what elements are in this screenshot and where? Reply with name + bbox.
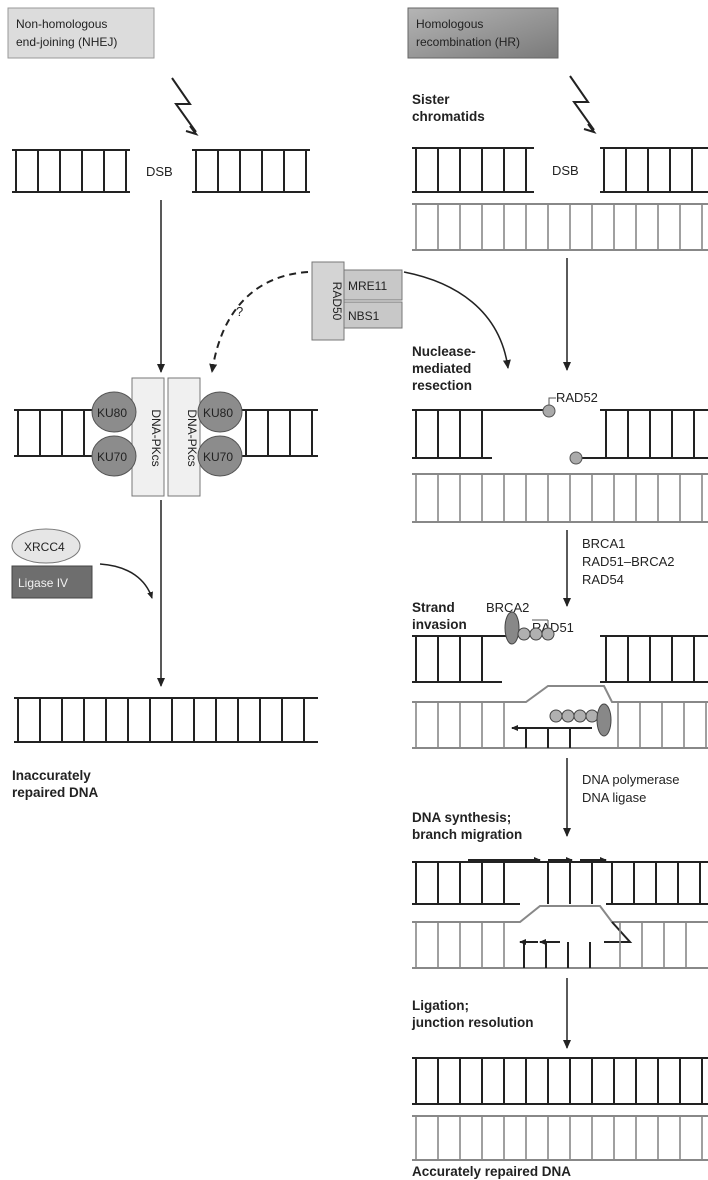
hr-sister-dna-1 — [412, 203, 708, 251]
nhej-title-line2: end-joining (NHEJ) — [16, 35, 117, 49]
hr-ligation-line1: Ligation; — [412, 998, 469, 1013]
ligase-iv-label: Ligase IV — [18, 576, 68, 590]
nhej-repaired-dna — [14, 697, 318, 743]
mrn-to-resection-arrow — [403, 271, 511, 369]
hr-synthesis-line2: branch migration — [412, 827, 522, 842]
xrcc4-label: XRCC4 — [24, 540, 65, 554]
hr-resection-line1: Nuclease- — [412, 344, 476, 359]
dnapkcs-right-label: DNA-PKcs — [185, 409, 199, 466]
hr-resection-line3: resection — [412, 378, 472, 393]
hr-factors-line3: RAD54 — [582, 572, 624, 587]
mre11-label: MRE11 — [348, 279, 387, 293]
hr-factors-line2: RAD51–BRCA2 — [582, 554, 675, 569]
hr-title-box: Homologous recombination (HR) — [407, 7, 559, 59]
nhej-result-line2: repaired DNA — [12, 785, 99, 800]
xrcc4-ligase-complex: XRCC4 Ligase IV — [11, 528, 93, 599]
hr-title-line1: Homologous — [416, 17, 483, 31]
hr-final-sister-dna — [412, 1115, 708, 1161]
hr-broken-dna — [412, 147, 708, 193]
hr-ligation-line2: junction resolution — [411, 1015, 534, 1030]
ligase-arrow — [99, 563, 153, 599]
hr-synthesis-line1: DNA synthesis; — [412, 810, 511, 825]
hr-invasion-line2: invasion — [412, 617, 467, 632]
hr-resected-dna — [412, 409, 708, 459]
hr-invasion-line1: Strand — [412, 600, 455, 615]
nhej-complex-dna — [14, 409, 318, 457]
nbs1-label: NBS1 — [348, 309, 380, 323]
rad52-protein — [542, 404, 556, 418]
hr-polymerase-line2: DNA ligase — [582, 790, 646, 805]
hr-polymerase-line1: DNA polymerase — [582, 772, 680, 787]
ku70-left-label: KU70 — [97, 450, 127, 464]
nhej-result-line1: Inaccurately — [12, 768, 91, 783]
hr-synthesis-dna — [412, 861, 708, 905]
hr-result: Accurately repaired DNA — [412, 1164, 571, 1179]
hr-invasion-dna — [412, 635, 708, 683]
ku80-right-label: KU80 — [203, 406, 233, 420]
nhej-title-line1: Non-homologous — [16, 17, 107, 31]
rad52-protein — [569, 451, 583, 465]
rad52-label: RAD52 — [556, 390, 598, 405]
nhej-ku-complex: DNA-PKcs DNA-PKcs KU80 KU70 KU80 KU70 — [91, 377, 243, 497]
hr-sister-line2: chromatids — [412, 109, 485, 124]
brca2-rad51-filament — [504, 611, 555, 645]
ku80-left-label: KU80 — [97, 406, 127, 420]
nhej-dashed-arrow — [209, 271, 309, 373]
hr-resection-line2: mediated — [412, 361, 471, 376]
brca2-label: BRCA2 — [486, 600, 529, 615]
rad50-label: RAD50 — [330, 282, 344, 321]
nhej-title-box: Non-homologous end-joining (NHEJ) — [7, 7, 155, 59]
hr-invasion-sister-dna — [412, 685, 708, 749]
hr-repaired-dna — [412, 1057, 708, 1105]
nhej-broken-dna — [12, 149, 310, 193]
hr-factors-line1: BRCA1 — [582, 536, 625, 551]
lightning-bolt-icon — [171, 77, 197, 133]
rad51-filament-invaded — [549, 703, 612, 737]
question-mark: ? — [236, 304, 243, 319]
hr-synthesis-sister-dna — [412, 905, 708, 969]
nhej-dsb-label: DSB — [146, 164, 173, 179]
hr-title-line2: recombination (HR) — [416, 35, 520, 49]
hr-sister-line1: Sister — [412, 92, 450, 107]
ku70-right-label: KU70 — [203, 450, 233, 464]
hr-synthesis-arrows — [468, 857, 607, 945]
mrn-complex: RAD50 MRE11 NBS1 — [311, 261, 403, 341]
hr-dsb-label: DSB — [552, 163, 579, 178]
hr-sister-dna-2 — [412, 473, 708, 523]
dnapkcs-left-label: DNA-PKcs — [149, 409, 163, 466]
lightning-bolt-icon — [569, 75, 595, 131]
